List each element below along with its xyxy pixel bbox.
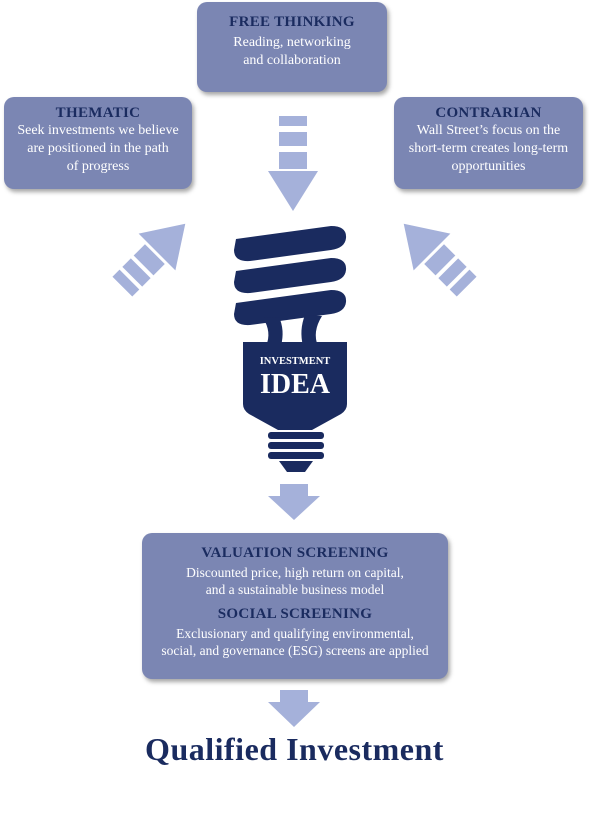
contrarian-box: CONTRARIAN Wall Street’s focus on the sh… <box>394 97 583 189</box>
social-line-2: social, and governance (ESG) screens are… <box>161 643 429 658</box>
light-bulb-icon: INVESTMENT IDEA <box>234 226 347 472</box>
contrarian-line-2: short-term creates long-term <box>408 141 569 156</box>
qualified-investment-title: Qualified Investment <box>145 731 444 767</box>
down-arrow-icon <box>268 116 318 211</box>
free-thinking-box: FREE THINKING Reading, networking and co… <box>197 2 387 92</box>
thematic-line-3: of progress <box>66 159 130 174</box>
down-arrow-icon <box>268 690 320 727</box>
bulb-label-big: IDEA <box>260 369 331 400</box>
thematic-title: THEMATIC <box>55 105 141 121</box>
valuation-line-1: Discounted price, high return on capital… <box>186 565 404 580</box>
contrarian-line-1: Wall Street’s focus on the <box>416 123 561 138</box>
thematic-box: THEMATIC Seek investments we believe are… <box>4 97 192 189</box>
contrarian-title: CONTRARIAN <box>435 105 542 121</box>
thematic-line-1: Seek investments we believe <box>17 123 179 138</box>
free-thinking-title: FREE THINKING <box>229 14 355 30</box>
diagonal-arrow-right-icon <box>112 223 186 297</box>
bulb-label-small: INVESTMENT <box>260 356 331 367</box>
thematic-line-2: are positioned in the path <box>27 141 169 156</box>
valuation-line-2: and a sustainable business model <box>205 582 385 597</box>
contrarian-line-3: opportunities <box>451 159 526 174</box>
social-line-1: Exclusionary and qualifying environmenta… <box>176 626 414 641</box>
screening-box: VALUATION SCREENING Discounted price, hi… <box>142 533 448 679</box>
free-thinking-line-2: and collaboration <box>243 53 341 68</box>
diagonal-arrow-left-icon <box>403 223 477 297</box>
valuation-screening-title: VALUATION SCREENING <box>201 545 389 561</box>
free-thinking-line-1: Reading, networking <box>233 35 351 50</box>
down-arrow-icon <box>268 484 320 520</box>
social-screening-title: SOCIAL SCREENING <box>217 606 373 622</box>
